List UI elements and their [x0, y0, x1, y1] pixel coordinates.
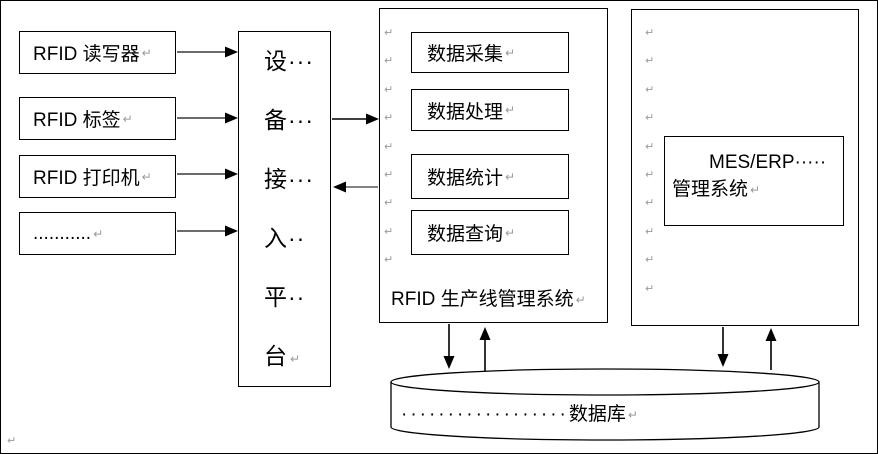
paragraph-mark-column: ↵ ↵ ↵ ↵ ↵ ↵ ↵ ↵ ↵ [384, 19, 398, 275]
arrow-tag-to-platform [177, 112, 238, 124]
return-mark-icon: ↵ [384, 254, 394, 267]
arrow-reader-to-platform [177, 46, 238, 58]
return-mark-icon: ↵ [645, 254, 655, 267]
return-mark-icon: ↵ [750, 183, 761, 197]
device-label: RFID 标签 [33, 110, 121, 131]
return-mark-icon: ↵ [93, 226, 104, 241]
database-label: ··················数据库↵ [401, 399, 638, 426]
device-box-ellipsis: ...........↵ [19, 212, 176, 255]
mes-inner-box: MES/ERP····· 管理系统↵ [664, 136, 844, 226]
return-mark-icon: ↵ [645, 168, 655, 181]
return-mark-icon: ↵ [384, 112, 394, 125]
function-label: 数据统计 [427, 168, 504, 189]
return-mark-icon: ↵ [645, 140, 655, 153]
function-label: 数据采集 [427, 44, 504, 65]
arrow-system-to-platform [333, 181, 378, 193]
arrow-database-to-system [479, 327, 491, 371]
return-mark-icon: ↵ [645, 27, 655, 39]
return-mark-icon: ↵ [505, 225, 516, 240]
function-box-data-collection: 数据采集↵ [411, 32, 569, 73]
return-mark-icon: ↵ [645, 55, 655, 68]
mes-label-line1: MES/ERP····· [709, 152, 827, 173]
return-mark-icon: ↵ [627, 408, 638, 422]
platform-char: 设··· [264, 48, 314, 74]
function-box-data-statistics: 数据统计↵ [411, 154, 569, 199]
platform-char: 接··· [264, 166, 314, 192]
arrow-mes-to-database [717, 327, 729, 367]
device-label: RFID 读写器 [33, 44, 140, 65]
return-mark-icon: ↵ [290, 352, 302, 366]
database-leader-dots: ·················· [401, 404, 569, 425]
database-label-text: 数据库 [568, 404, 626, 425]
arrow-other-to-platform [177, 225, 238, 237]
return-mark-icon: ↵ [645, 282, 655, 295]
return-mark-icon: ↵ [645, 112, 655, 125]
return-mark-icon: ↵ [384, 55, 394, 68]
platform-char: 台↵ [239, 327, 330, 386]
return-mark-icon: ↵ [384, 225, 394, 238]
return-mark-icon: ↵ [384, 168, 394, 181]
production-system-title: RFID 生产线管理系统↵ [391, 284, 586, 311]
mes-label-line2: 管理系统↵ [665, 176, 843, 204]
device-label: RFID 打印机 [33, 168, 140, 189]
return-mark-icon: ↵ [384, 83, 394, 96]
return-mark-icon: ↵ [645, 197, 655, 210]
function-label: 数据查询 [427, 224, 504, 245]
platform-char: 备··· [264, 107, 314, 133]
device-box-rfid-printer: RFID 打印机↵ [19, 155, 176, 198]
return-mark-icon: ↵ [645, 83, 655, 96]
platform-char-text: 台 [264, 343, 288, 369]
platform-char: 平·· [264, 284, 306, 310]
return-mark-icon: ↵ [505, 169, 516, 184]
arrow-platform-to-system [332, 113, 379, 125]
return-mark-icon: ↵ [505, 103, 516, 117]
device-box-rfid-reader: RFID 读写器↵ [19, 31, 176, 74]
return-mark-icon: ↵ [575, 293, 586, 307]
device-box-rfid-tag: RFID 标签↵ [19, 97, 176, 140]
function-label: 数据处理 [427, 101, 504, 123]
return-mark-icon: ↵ [384, 140, 394, 153]
return-mark-icon: ↵ [645, 225, 655, 238]
return-mark-icon: ↵ [7, 435, 17, 447]
function-box-data-query: 数据查询↵ [411, 210, 569, 255]
paragraph-mark-column: ↵ ↵ ↵ ↵ ↵ ↵ ↵ ↵ ↵ ↵ [645, 19, 659, 303]
arrow-database-to-mes [765, 328, 777, 370]
function-box-data-processing: 数据处理↵ [411, 89, 569, 131]
return-mark-icon: ↵ [505, 45, 516, 60]
return-mark-icon: ↵ [141, 45, 152, 60]
return-mark-icon: ↵ [141, 169, 152, 184]
mes-label-line2-text: 管理系统 [672, 179, 749, 200]
platform-box: 设··· 备··· 接··· 入·· 平·· 台↵ [238, 31, 331, 387]
arrow-system-to-database [443, 324, 455, 369]
arrow-printer-to-platform [177, 168, 238, 180]
return-mark-icon: ↵ [384, 197, 394, 210]
platform-char: 入·· [264, 225, 306, 251]
return-mark-icon: ↵ [122, 111, 133, 126]
production-system-title-text: RFID 生产线管理系统 [391, 289, 574, 310]
device-label: ........... [33, 222, 92, 244]
return-mark-icon: ↵ [384, 27, 394, 39]
